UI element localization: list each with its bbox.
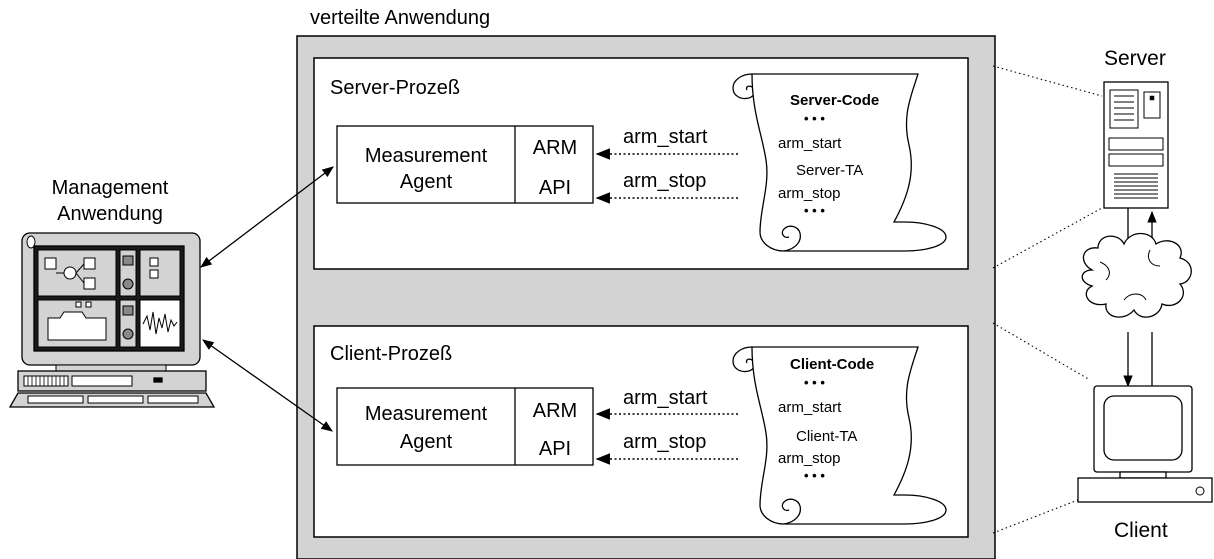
leader-lines <box>992 65 1103 534</box>
client-arm-stop-label: arm_stop <box>623 431 707 453</box>
client-code-arm-stop: arm_stop <box>778 450 841 467</box>
client-process-title: Client-Prozeß <box>330 343 453 365</box>
client-agent-box <box>336 387 594 466</box>
server-api-label-line1: ARM <box>532 137 578 159</box>
server-agent-label-line2: Agent <box>399 171 453 193</box>
server-code-arm-stop: arm_stop <box>778 185 841 202</box>
management-workstation-icon <box>8 232 216 408</box>
client-computer-icon <box>1077 385 1213 503</box>
mgmt-server-arrow <box>200 166 334 268</box>
client-api-label-line2: API <box>538 438 572 460</box>
mgmt-client-arrow <box>202 339 333 432</box>
client-api-label-line1: ARM <box>532 400 578 422</box>
server-agent-box <box>336 125 594 204</box>
server-agent-label-line1: Measurement <box>364 145 488 167</box>
server-arm-start-label: arm_start <box>623 126 708 148</box>
client-arm-start-label: arm_start <box>623 387 708 409</box>
client-code-dots-bottom: • • • <box>804 468 825 483</box>
server-code-title: Server-Code <box>790 92 880 109</box>
management-label-line1: Management <box>51 177 169 199</box>
server-api-label-line2: API <box>538 177 572 199</box>
server-code-transaction: Server-TA <box>796 162 864 179</box>
client-code-arm-start: arm_start <box>778 399 842 416</box>
server-process-title: Server-Prozeß <box>330 77 461 99</box>
server-tower-icon <box>1103 81 1169 209</box>
server-code-arm-start: arm_start <box>778 135 842 152</box>
client-code-scroll-icon <box>732 346 947 525</box>
client-agent-label-line2: Agent <box>399 431 453 453</box>
network-cloud-icon <box>1081 232 1192 318</box>
client-agent-label-line1: Measurement <box>364 403 488 425</box>
client-code-dots-top: • • • <box>804 375 825 390</box>
server-code-dots-top: • • • <box>804 111 825 126</box>
distributed-app-title: verteilte Anwendung <box>310 7 491 29</box>
management-label-line2: Anwendung <box>57 203 163 225</box>
client-label: Client <box>1114 519 1168 542</box>
server-code-dots-bottom: • • • <box>804 203 825 218</box>
client-code-title: Client-Code <box>790 356 875 373</box>
cloud-detail <box>1099 249 1161 301</box>
server-code-scroll-icon <box>732 73 947 252</box>
server-label: Server <box>1104 47 1166 70</box>
client-code-transaction: Client-TA <box>796 428 858 445</box>
server-arm-stop-label: arm_stop <box>623 170 707 192</box>
